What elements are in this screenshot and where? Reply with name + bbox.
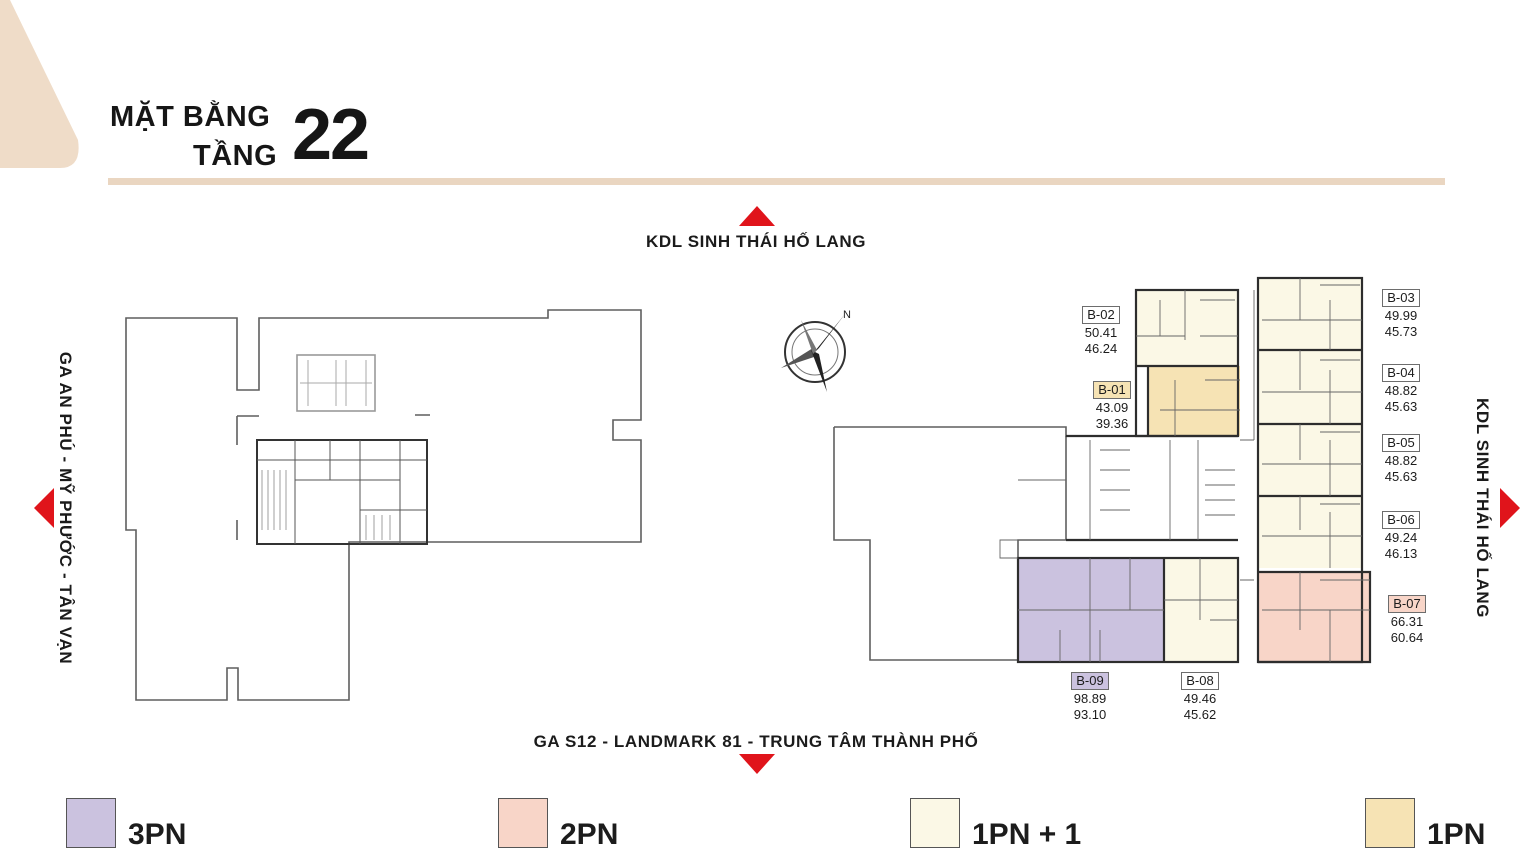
legend-label: 2PN (560, 818, 619, 851)
unit-label-b03[interactable]: B-03 49.99 45.73 (1378, 289, 1424, 340)
unit-area-1: 50.41 (1084, 325, 1118, 340)
unit-area-2: 60.64 (1390, 630, 1424, 645)
unit-area-1: 48.82 (1384, 383, 1418, 398)
unit-area-1: 49.24 (1384, 530, 1418, 545)
unit-area-2: 93.10 (1073, 707, 1107, 722)
unit-code: B-05 (1382, 434, 1420, 452)
unit-area-2: 46.24 (1084, 341, 1118, 356)
unit-area-2: 46.13 (1384, 546, 1418, 561)
title-line2: TẦNG (193, 140, 278, 172)
left-building (125, 309, 642, 701)
unit-label-b07[interactable]: B-07 66.31 60.64 (1384, 595, 1430, 646)
unit-area-2: 45.63 (1384, 399, 1418, 414)
compass-icon: N (781, 309, 851, 392)
unit-label-b01[interactable]: B-01 43.09 39.36 (1089, 381, 1135, 432)
legend-swatch (498, 798, 548, 848)
unit-area-2: 45.62 (1183, 707, 1217, 722)
corner-decoration (0, 0, 79, 168)
unit-label-b06[interactable]: B-06 49.24 46.13 (1378, 511, 1424, 562)
unit-code: B-07 (1388, 595, 1426, 613)
direction-bottom-label: GA S12 - LANDMARK 81 - TRUNG TÂM THÀNH P… (533, 732, 979, 751)
unit-code: B-04 (1382, 364, 1420, 382)
unit-code: B-06 (1382, 511, 1420, 529)
arrow-up-icon (739, 206, 775, 226)
unit-code: B-02 (1082, 306, 1120, 324)
unit-code: B-03 (1382, 289, 1420, 307)
unit-area-2: 45.73 (1384, 324, 1418, 339)
unit-label-b05[interactable]: B-05 48.82 45.63 (1378, 434, 1424, 485)
svg-text:N: N (843, 309, 851, 321)
unit-label-b04[interactable]: B-04 48.82 45.63 (1378, 364, 1424, 415)
unit-code: B-09 (1071, 672, 1109, 690)
legend-swatch (1365, 798, 1415, 848)
unit-area-1: 49.99 (1384, 308, 1418, 323)
legend-swatch (910, 798, 960, 848)
unit-label-b08[interactable]: B-08 49.46 45.62 (1177, 672, 1223, 723)
legend-swatch (66, 798, 116, 848)
unit-area-1: 43.09 (1095, 400, 1129, 415)
arrow-down-icon (739, 754, 775, 774)
direction-top-label: KDL SINH THÁI HỐ LANG (645, 232, 867, 251)
unit-area-1: 49.46 (1183, 691, 1217, 706)
title-divider (108, 178, 1445, 185)
floor-number: 22 (292, 95, 370, 175)
unit-area-1: 66.31 (1390, 614, 1424, 629)
legend-label: 3PN (128, 818, 187, 851)
unit-area-2: 39.36 (1095, 416, 1129, 431)
unit-label-b02[interactable]: B-02 50.41 46.24 (1078, 306, 1124, 357)
unit-label-b09[interactable]: B-09 98.89 93.10 (1067, 672, 1113, 723)
legend-label: 1PN (1427, 818, 1486, 851)
arrow-left-icon (34, 488, 54, 528)
unit-area-1: 98.89 (1073, 691, 1107, 706)
unit-area-2: 45.63 (1384, 469, 1418, 484)
legend-label: 1PN + 1 (972, 818, 1082, 851)
unit-code: B-08 (1181, 672, 1219, 690)
unit-fills (1018, 278, 1370, 662)
unit-code: B-01 (1093, 381, 1131, 399)
title-line1: MẶT BẰNG (110, 101, 271, 133)
unit-area-1: 48.82 (1384, 453, 1418, 468)
arrow-right-icon (1500, 488, 1520, 528)
right-tower-details (999, 278, 1370, 662)
